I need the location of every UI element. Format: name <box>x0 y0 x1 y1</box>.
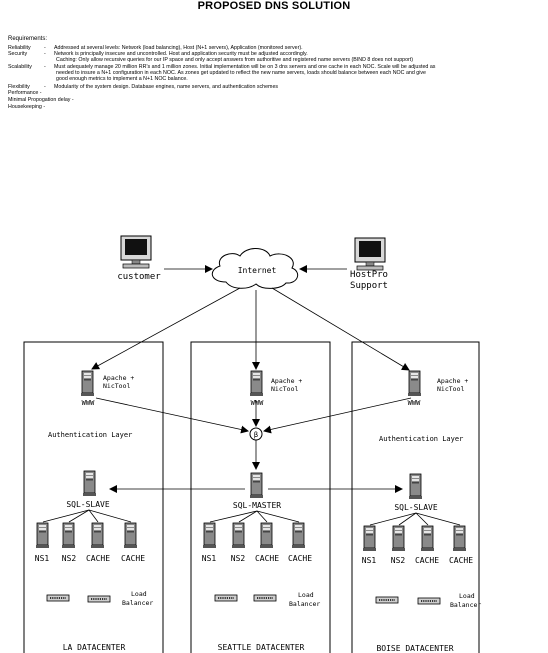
authentication-hub-icon: β <box>249 427 263 441</box>
requirements-heading: Requirements: <box>8 36 48 42</box>
load-balancer-label-2: Balancer <box>122 599 153 607</box>
req-security-caching: Caching: Only allow recursive queries fo… <box>56 57 414 63</box>
www-server-icon <box>80 370 95 397</box>
sql-master-label: SQL-MASTER <box>233 501 281 510</box>
internet-label: Internet <box>238 266 277 275</box>
req-scalability-cont-1: needed to insure a N+1 configuration in … <box>56 70 426 76</box>
load-balancer-switch-icon <box>417 597 441 605</box>
www-server-icon <box>407 370 422 397</box>
load-balancer-label-1: Load <box>459 592 475 600</box>
req-security: Security-Network is principally insecure… <box>8 51 308 57</box>
ns2-label: NS2 <box>231 554 246 563</box>
boise-datacenter-box <box>351 341 480 653</box>
cache-label: CACHE <box>121 554 145 563</box>
cache-server-icon <box>291 522 306 549</box>
svg-text:β: β <box>254 431 258 439</box>
load-balancer-switch-icon <box>87 595 111 603</box>
customer-computer-icon <box>120 235 152 269</box>
ns1-label: NS1 <box>35 554 50 563</box>
sql-master-server-icon <box>249 472 264 499</box>
customer-label: customer <box>117 272 161 282</box>
seattle-datacenter-box <box>190 341 331 653</box>
ns2-label: NS2 <box>391 556 406 565</box>
www-label: WWW <box>82 399 95 407</box>
ns1-server-icon <box>362 525 377 552</box>
apache-label-1: Apache + <box>271 377 302 385</box>
req-text: Modularity of the system design. Databas… <box>54 84 279 90</box>
req-scalability-cont-2: good enough metrics to implement a N+1 N… <box>56 76 188 82</box>
cache-server-icon <box>452 525 467 552</box>
ns2-server-icon <box>231 522 246 549</box>
page-title: PROPOSED DNS SOLUTION <box>197 0 351 12</box>
www-label: WWW <box>408 399 421 407</box>
ns2-server-icon <box>61 522 76 549</box>
cache-server-icon <box>420 525 435 552</box>
cache-server-icon <box>259 522 274 549</box>
req-flexibility: Flexibility-Modularity of the system des… <box>8 84 279 90</box>
req-label: Scalability <box>8 64 32 70</box>
la-datacenter-label: LA DATACENTER <box>63 643 126 652</box>
cache-label: CACHE <box>449 556 473 565</box>
la-datacenter-box <box>23 341 164 653</box>
ns1-label: NS1 <box>362 556 377 565</box>
req-text: Network is principally insecure and unco… <box>54 51 308 57</box>
www-label: WWW <box>251 399 264 407</box>
req-text: Addressed at several levels: Network (lo… <box>54 45 303 51</box>
apache-label-2: NicTool <box>437 385 464 393</box>
load-balancer-switch-icon <box>375 596 399 604</box>
load-balancer-label-2: Balancer <box>289 600 320 608</box>
apache-label-2: NicTool <box>271 385 298 393</box>
req-scalability: Scalability-Must adequately manage 20 mi… <box>8 64 436 70</box>
load-balancer-label-2: Balancer <box>450 601 481 609</box>
ns2-server-icon <box>391 525 406 552</box>
req-label: Performance <box>8 90 39 96</box>
sql-slave-label: SQL-SLAVE <box>66 500 110 509</box>
hostpro-label-1: HostPro <box>350 270 388 280</box>
cache-label: CACHE <box>288 554 312 563</box>
ns2-label: NS2 <box>62 554 77 563</box>
req-reliability: Reliability-Addressed at several levels:… <box>8 45 303 51</box>
ns1-label: NS1 <box>202 554 217 563</box>
boise-datacenter-label: BOISE DATACENTER <box>376 644 453 653</box>
req-label: Housekeeping <box>8 104 42 110</box>
cache-server-icon <box>90 522 105 549</box>
sql-slave-label: SQL-SLAVE <box>394 503 438 512</box>
sql-slave-server-icon <box>408 473 423 500</box>
req-performance: Performance - <box>8 90 42 96</box>
www-server-icon <box>249 370 264 397</box>
cache-label: CACHE <box>255 554 279 563</box>
load-balancer-label-1: Load <box>298 591 314 599</box>
req-propogation: Minimal Propogation delay - <box>8 97 74 103</box>
apache-label-2: NicTool <box>103 382 130 390</box>
auth-layer-label: Authentication Layer <box>48 431 132 439</box>
load-balancer-label-1: Load <box>131 590 147 598</box>
req-housekeeping: Housekeeping - <box>8 104 46 110</box>
req-label: Minimal Propogation delay <box>8 97 71 103</box>
load-balancer-switch-icon <box>253 594 277 602</box>
req-label: Flexibility <box>8 84 30 90</box>
hostpro-label-2: Support <box>350 281 388 291</box>
seattle-datacenter-label: SEATTLE DATACENTER <box>218 643 305 652</box>
cache-server-icon <box>123 522 138 549</box>
cache-label: CACHE <box>415 556 439 565</box>
ns1-server-icon <box>202 522 217 549</box>
req-label: Security <box>8 51 28 57</box>
req-label: Reliability <box>8 45 31 51</box>
auth-layer-label: Authentication Layer <box>379 435 463 443</box>
load-balancer-switch-icon <box>214 594 238 602</box>
sql-slave-server-icon <box>82 470 97 497</box>
req-text: Must adequately manage 20 million RR's a… <box>54 64 436 70</box>
hostpro-computer-icon <box>354 237 386 271</box>
load-balancer-switch-icon <box>46 594 70 602</box>
internet-cloud-icon <box>211 248 299 289</box>
ns1-server-icon <box>35 522 50 549</box>
cache-label: CACHE <box>86 554 110 563</box>
apache-label-1: Apache + <box>437 377 468 385</box>
apache-label-1: Apache + <box>103 374 134 382</box>
